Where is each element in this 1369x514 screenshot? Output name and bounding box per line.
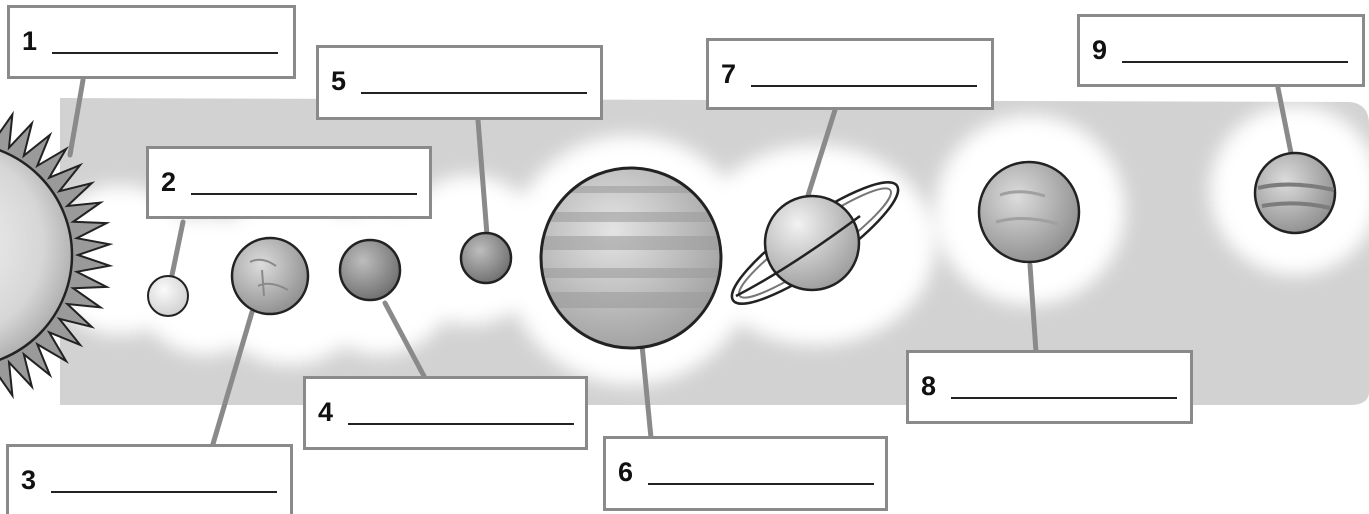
planet-2 bbox=[148, 276, 188, 316]
answer-blank-4[interactable] bbox=[348, 423, 574, 425]
planet-4 bbox=[340, 240, 400, 300]
label-number-3: 3 bbox=[21, 467, 36, 494]
answer-blank-7[interactable] bbox=[751, 85, 977, 87]
answer-blank-5[interactable] bbox=[361, 92, 587, 94]
label-number-2: 2 bbox=[161, 169, 176, 196]
answer-blank-8[interactable] bbox=[951, 397, 1177, 399]
answer-blank-9[interactable] bbox=[1122, 61, 1348, 63]
label-box-7: 7 bbox=[706, 38, 994, 110]
planet-8 bbox=[979, 162, 1079, 262]
answer-blank-1[interactable] bbox=[52, 52, 278, 54]
label-box-4: 4 bbox=[303, 376, 588, 450]
label-number-6: 6 bbox=[618, 459, 633, 486]
planet-5 bbox=[461, 233, 511, 283]
label-number-5: 5 bbox=[331, 68, 346, 95]
label-box-1: 1 bbox=[7, 5, 296, 79]
label-box-2: 2 bbox=[146, 146, 432, 219]
label-number-7: 7 bbox=[721, 61, 736, 88]
planet-9 bbox=[1255, 153, 1335, 233]
label-box-5: 5 bbox=[316, 45, 603, 120]
label-box-3: 3 bbox=[6, 444, 293, 514]
label-number-9: 9 bbox=[1092, 37, 1107, 64]
label-box-6: 6 bbox=[603, 436, 888, 511]
answer-blank-6[interactable] bbox=[648, 483, 874, 485]
label-number-8: 8 bbox=[921, 373, 936, 400]
answer-blank-3[interactable] bbox=[51, 491, 277, 493]
answer-blank-2[interactable] bbox=[191, 193, 417, 195]
planet-3 bbox=[232, 238, 308, 314]
label-number-1: 1 bbox=[22, 28, 37, 55]
label-box-9: 9 bbox=[1077, 14, 1365, 87]
label-number-4: 4 bbox=[318, 399, 333, 426]
label-box-8: 8 bbox=[906, 350, 1193, 424]
planet-6 bbox=[540, 168, 722, 348]
